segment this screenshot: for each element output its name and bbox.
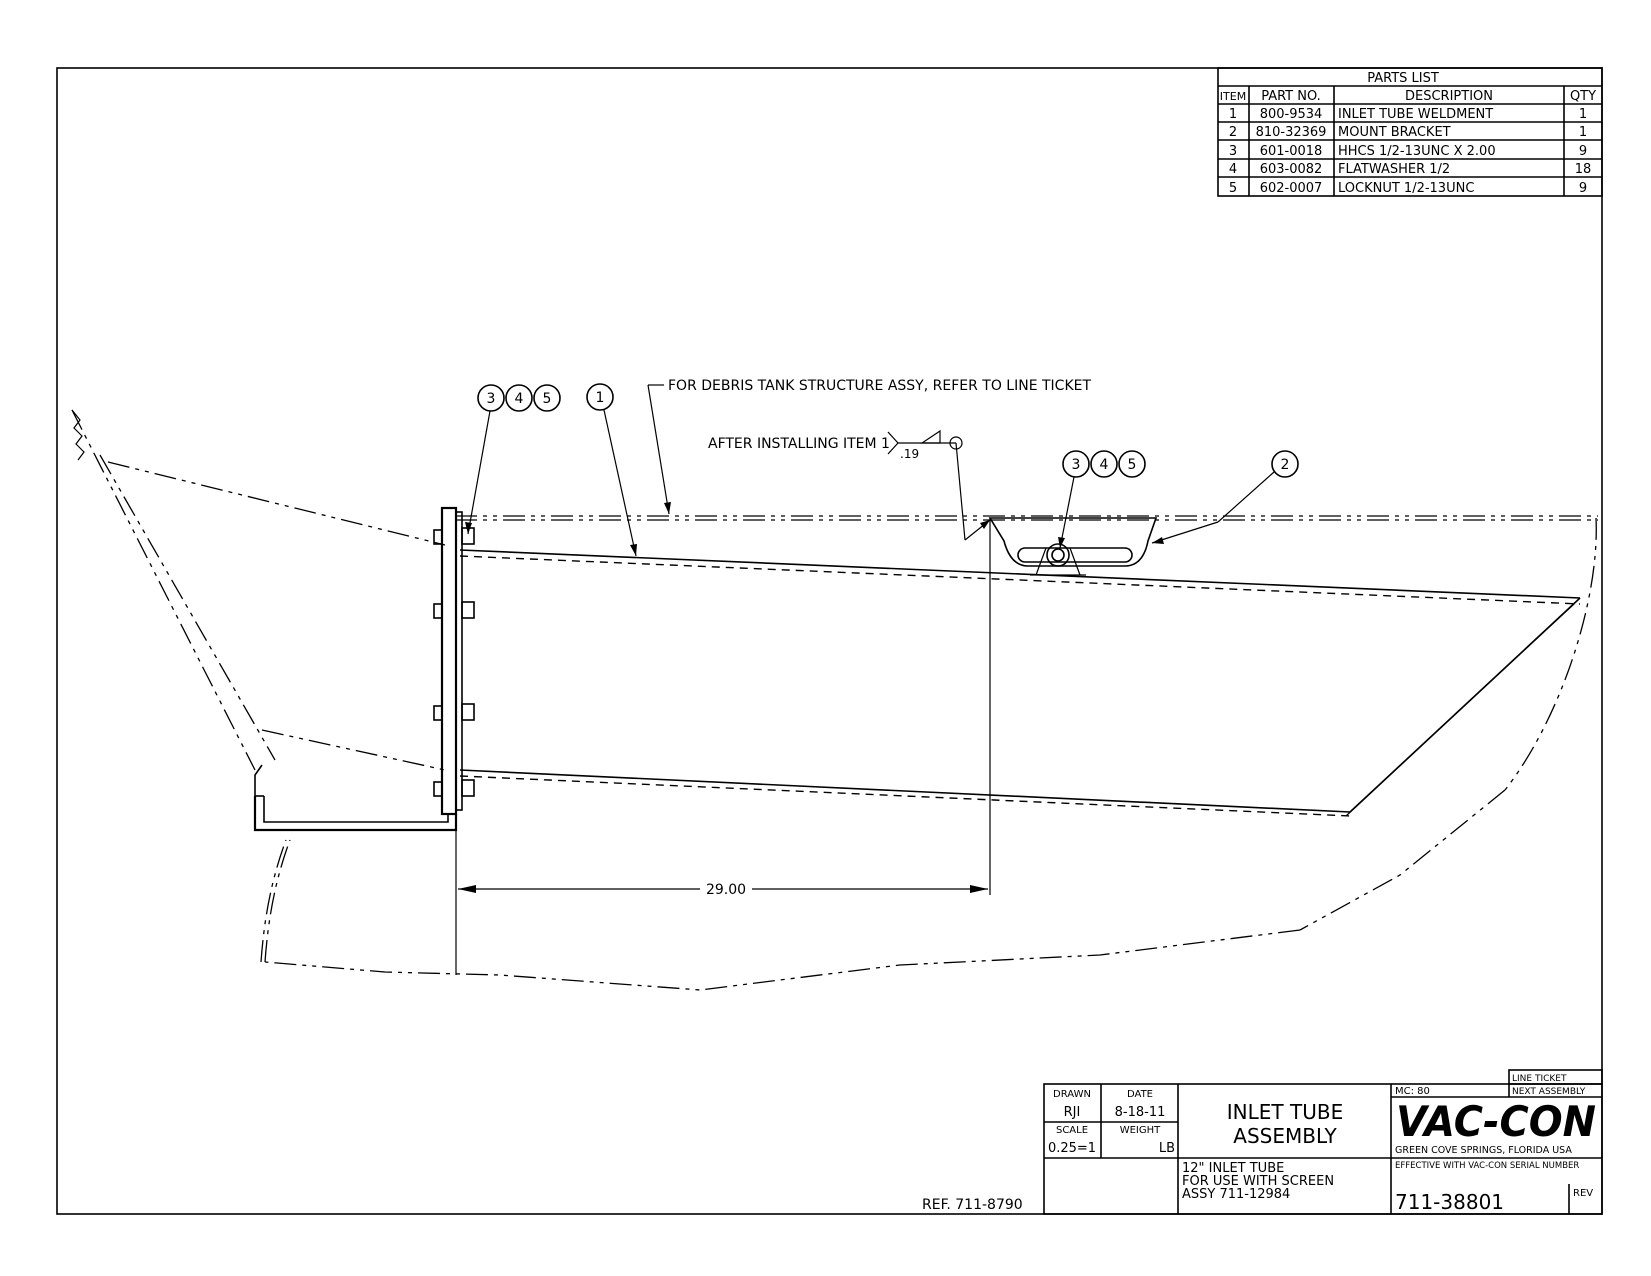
- parts-row-3-item: 3: [1229, 144, 1237, 159]
- drawing-title-line1: INLET TUBE: [1227, 1100, 1343, 1124]
- flange-plate: [433, 506, 475, 816]
- parts-row-1-part-no: 800-9534: [1260, 107, 1323, 122]
- parts-row-2-qty: 1: [1579, 125, 1587, 140]
- line-ticket-label: LINE TICKET: [1512, 1074, 1567, 1084]
- callout-left-5: 5: [543, 391, 552, 407]
- title-block: DRAWN RJI DATE 8-18-11 SCALE 0.25=1 WEIG…: [1043, 1069, 1603, 1215]
- parts-row-4-qty: 18: [1575, 162, 1592, 177]
- weight-value: LB: [1159, 1141, 1175, 1156]
- next-assembly-label: NEXT ASSEMBLY: [1512, 1087, 1586, 1097]
- mount-bracket: [988, 517, 1158, 576]
- drawn-value: RJI: [1064, 1105, 1081, 1120]
- parts-list-header-description: DESCRIPTION: [1405, 89, 1493, 104]
- parts-row-4-part-no: 603-0082: [1260, 162, 1323, 177]
- drawing-number: 711-38801: [1395, 1190, 1504, 1214]
- parts-row-5-qty: 9: [1579, 181, 1587, 196]
- parts-row-4-item: 4: [1229, 162, 1237, 177]
- support-bracket: [253, 764, 458, 832]
- parts-row-3-description: HHCS 1/2-13UNC X 2.00: [1338, 144, 1496, 159]
- reference-number: REF. 711-8790: [922, 1197, 1023, 1213]
- parts-row-5-item: 5: [1229, 181, 1237, 196]
- date-value: 8-18-11: [1115, 1105, 1166, 1120]
- inlet-tube: [459, 549, 1581, 817]
- parts-list-header-qty: QTY: [1570, 89, 1596, 104]
- scale-label: SCALE: [1056, 1125, 1088, 1136]
- dimension-value: 29.00: [706, 882, 746, 898]
- company-location: GREEN COVE SPRINGS, FLORIDA USA: [1395, 1145, 1572, 1156]
- dimension-29: 29.00: [455, 518, 991, 975]
- callout-left-4: 4: [515, 391, 524, 407]
- effective-label: EFFECTIVE WITH VAC-CON SERIAL NUMBER: [1395, 1161, 1579, 1171]
- company-logo: VAC-CON: [1396, 1097, 1596, 1146]
- parts-row-5-description: LOCKNUT 1/2-13UNC: [1338, 181, 1474, 196]
- parts-row-3-qty: 9: [1579, 144, 1587, 159]
- parts-list-title: PARTS LIST: [1367, 71, 1439, 86]
- parts-row-2-description: MOUNT BRACKET: [1338, 125, 1451, 140]
- callout-right-3: 3: [1072, 457, 1081, 473]
- after-installing-note: AFTER INSTALLING ITEM 1: [708, 436, 890, 452]
- callout-left-group: 3 4 5: [465, 384, 561, 535]
- description-line1: 12" INLET TUBE: [1182, 1161, 1284, 1176]
- rev-label: REV: [1573, 1188, 1593, 1199]
- parts-row-1-description: INLET TUBE WELDMENT: [1338, 107, 1493, 122]
- parts-row-2-item: 2: [1229, 125, 1237, 140]
- debris-tank-phantom: [71, 409, 1598, 991]
- callout-item-2: 2: [1151, 450, 1299, 544]
- weld-size-value: .19: [900, 447, 919, 461]
- parts-list-header-part-no: PART NO.: [1261, 89, 1321, 104]
- callout-item-1: 1: [586, 383, 637, 557]
- callout-1-label: 1: [596, 390, 605, 406]
- debris-tank-note: FOR DEBRIS TANK STRUCTURE ASSY, REFER TO…: [668, 378, 1091, 394]
- parts-row-2-part-no: 810-32369: [1256, 125, 1327, 140]
- parts-row-3-part-no: 601-0018: [1260, 144, 1323, 159]
- description-line2: FOR USE WITH SCREEN: [1182, 1174, 1334, 1189]
- weight-label: WEIGHT: [1120, 1125, 1161, 1136]
- parts-list-header-item: ITEM: [1220, 90, 1246, 103]
- mc-value: MC: 80: [1395, 1086, 1430, 1097]
- date-label: DATE: [1127, 1089, 1153, 1100]
- callout-debris-note: FOR DEBRIS TANK STRUCTURE ASSY, REFER TO…: [647, 378, 1091, 515]
- parts-row-4-description: FLATWASHER 1/2: [1338, 162, 1450, 177]
- drawing-title-line2: ASSEMBLY: [1233, 1124, 1337, 1148]
- parts-list: PARTS LIST ITEM PART NO. DESCRIPTION QTY…: [1217, 67, 1603, 197]
- scale-value: 0.25=1: [1048, 1141, 1096, 1156]
- description-line3: ASSY 711-12984: [1182, 1187, 1290, 1202]
- weld-symbol: AFTER INSTALLING ITEM 1 .19: [708, 429, 991, 541]
- callout-right-group: 3 4 5: [1058, 450, 1146, 549]
- callout-2-label: 2: [1281, 457, 1290, 473]
- parts-row-1-qty: 1: [1579, 107, 1587, 122]
- callout-left-3: 3: [487, 391, 496, 407]
- parts-row-1-item: 1: [1229, 107, 1237, 122]
- callout-right-4: 4: [1100, 457, 1109, 473]
- drawn-label: DRAWN: [1053, 1089, 1091, 1100]
- drawing-border: [56, 67, 1603, 1215]
- callout-right-5: 5: [1128, 457, 1137, 473]
- parts-row-5-part-no: 602-0007: [1260, 181, 1323, 196]
